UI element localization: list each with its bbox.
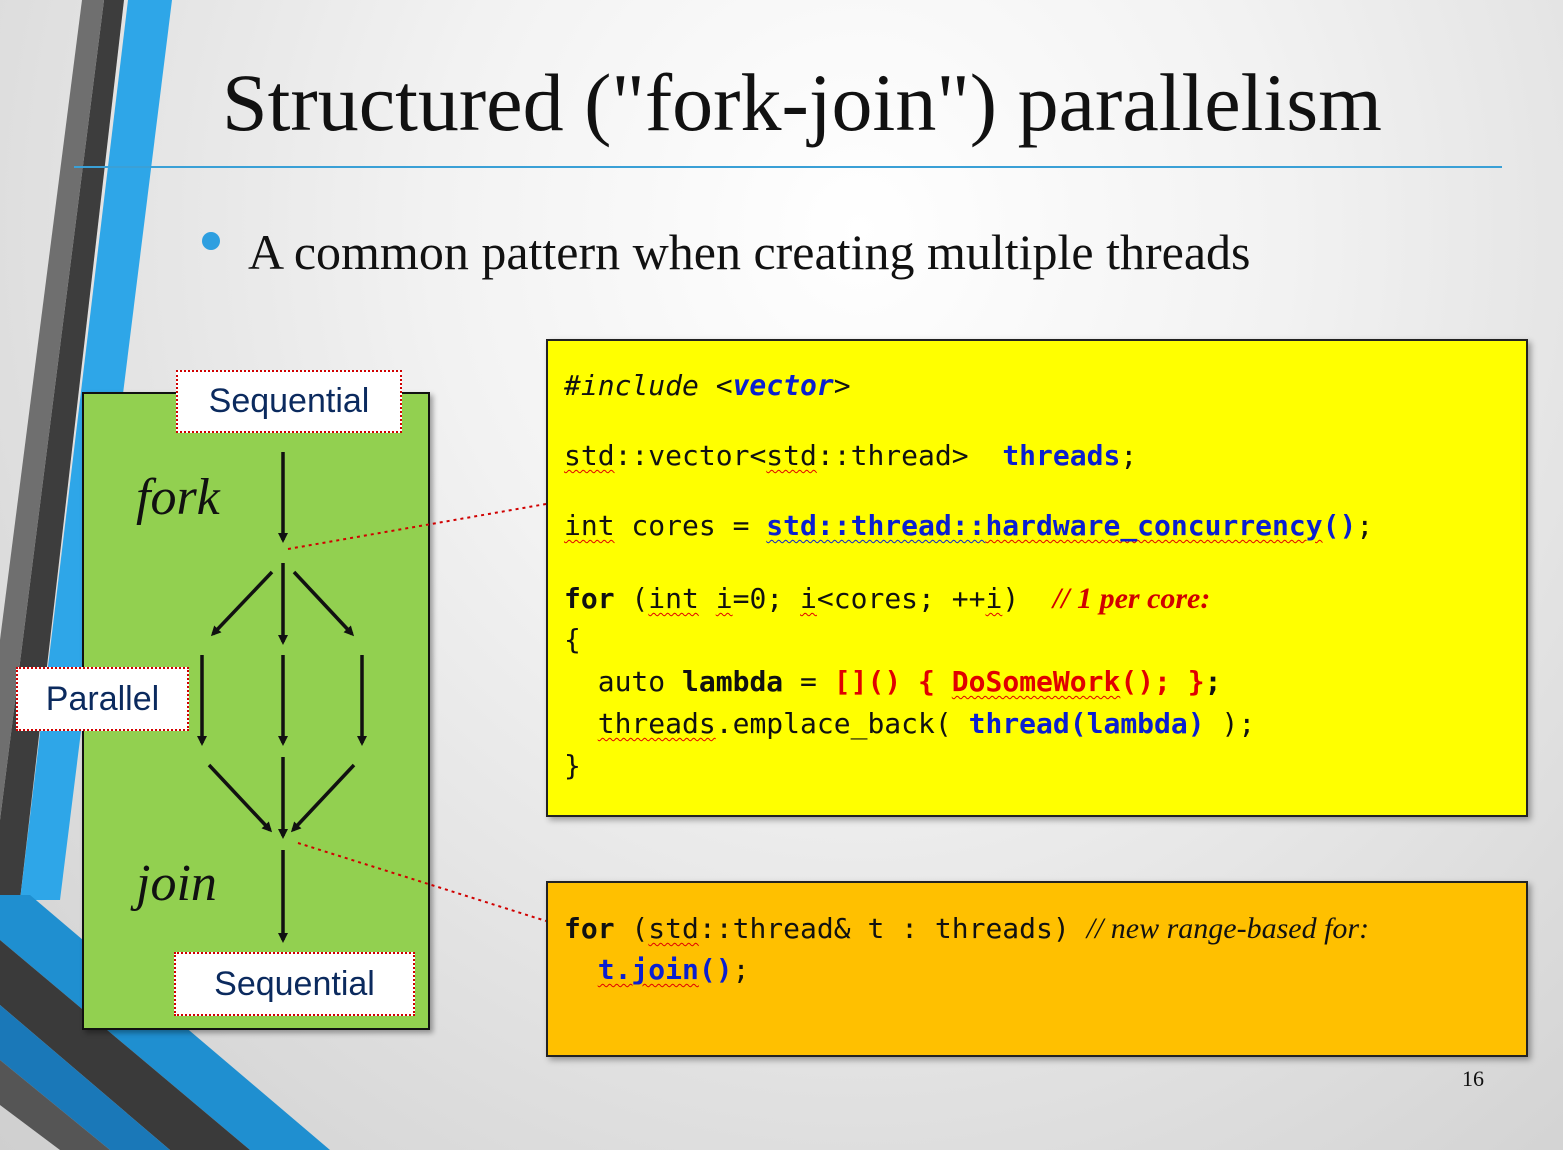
slide-title: Structured ("fork-join") parallelism <box>222 57 1382 148</box>
code-line-vector: std::vector<std::thread> threads; <box>564 439 1138 472</box>
arrow-join-left <box>207 763 273 833</box>
code-line-include: #include <vector> <box>564 369 851 402</box>
code-comment-per-core: // 1 per core: <box>1052 582 1211 615</box>
code-line-lambda: auto lambda = []() { DoSomeWork(); }; <box>564 665 1222 698</box>
code-line-open-brace: { <box>564 623 581 656</box>
fork-label: fork <box>136 469 220 526</box>
page-number: 16 <box>1462 1066 1484 1091</box>
connector-fork <box>287 503 547 550</box>
sequential-bottom-label: Sequential <box>174 952 415 1016</box>
join-label: join <box>136 855 217 912</box>
arrow-fork-left <box>210 570 274 637</box>
code-line-cores: int cores = std::thread::hardware_concur… <box>564 509 1374 542</box>
code-block-join: for (std::thread& t : threads) // new ra… <box>546 881 1528 1057</box>
code-line-for: for (int i=0; i<cores; ++i) // 1 per cor… <box>564 582 1211 615</box>
code-line-range-for: for (std::thread& t : threads) // new ra… <box>564 912 1370 945</box>
arrow-join-right <box>290 763 356 833</box>
parallel-label: Parallel <box>16 667 189 731</box>
code-comment-range-for: // new range-based for: <box>1086 912 1370 945</box>
code-block-fork: #include <vector> std::vector<std::threa… <box>546 339 1528 817</box>
code-line-emplace: threads.emplace_back( thread(lambda) ); <box>597 707 1256 740</box>
title-underline <box>74 166 1502 168</box>
bullet-icon <box>202 232 220 250</box>
sequential-top-label: Sequential <box>176 370 402 433</box>
arrow-fork-right <box>292 570 355 637</box>
code-line-join: t.join(); <box>597 953 750 986</box>
bullet-text: A common pattern when creating multiple … <box>248 224 1251 280</box>
code-line-close-brace: } <box>564 749 581 782</box>
connector-join <box>297 842 547 922</box>
